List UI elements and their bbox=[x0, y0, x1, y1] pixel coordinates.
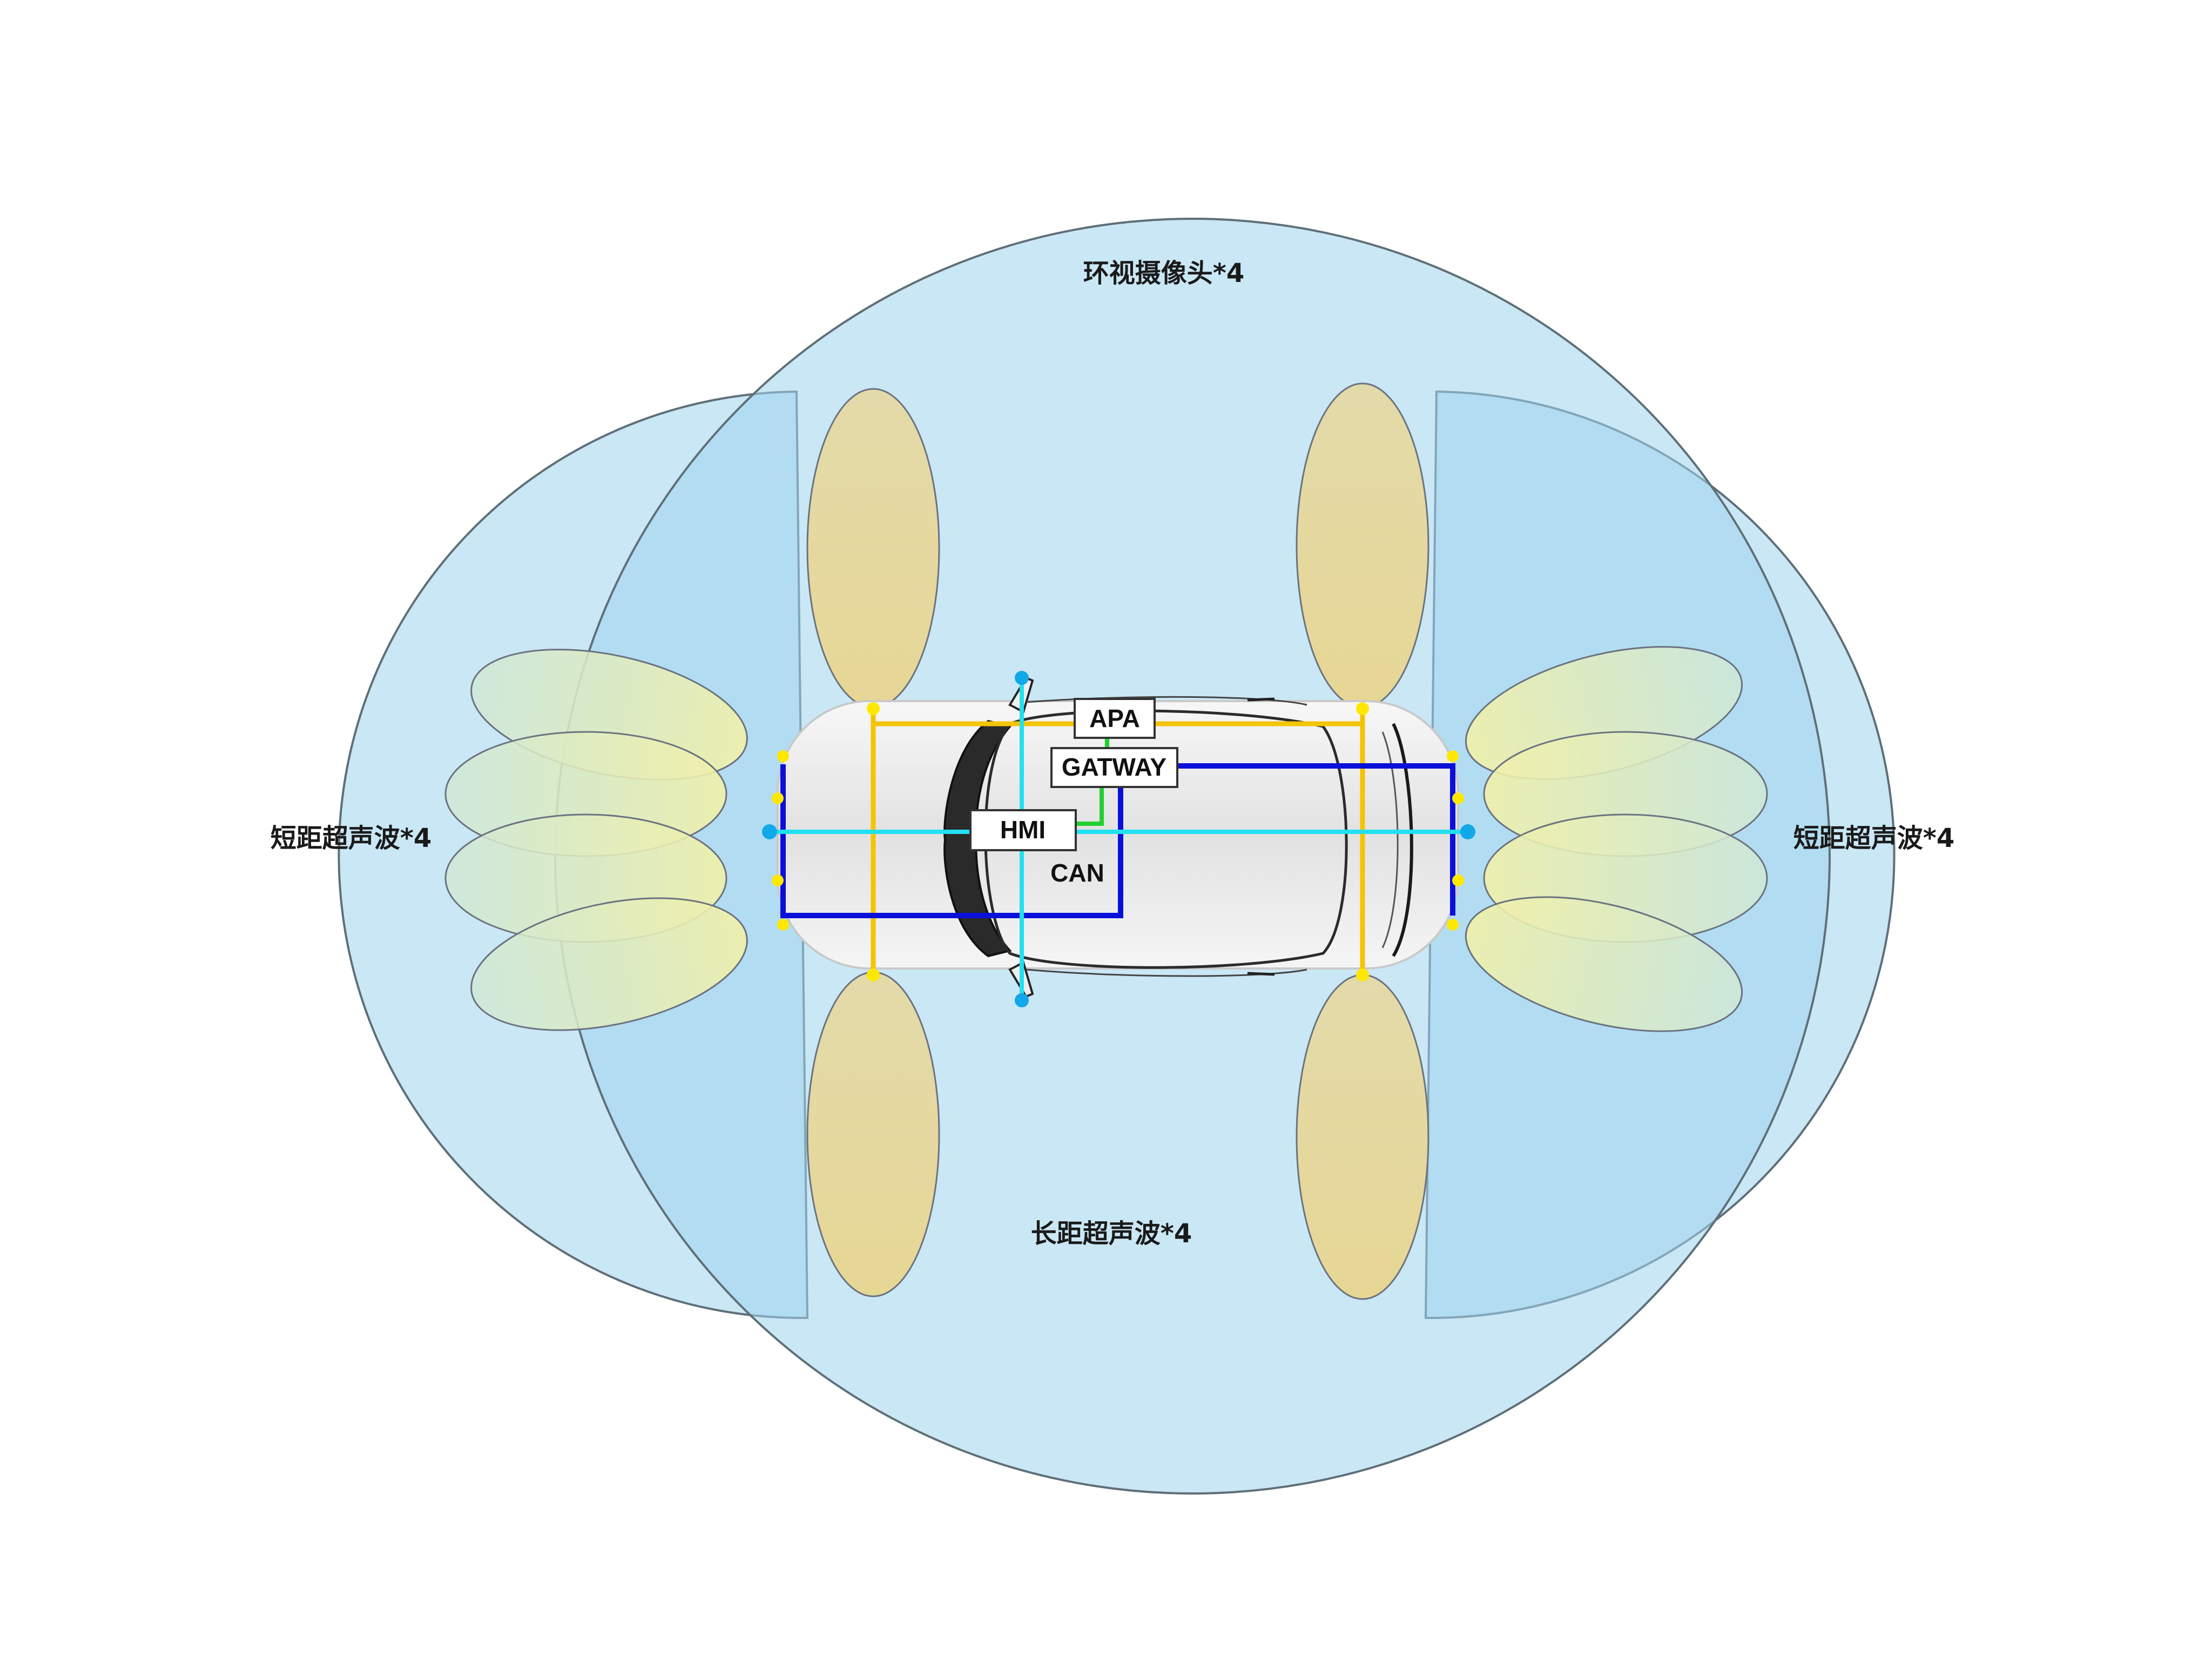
node-camera-front bbox=[762, 824, 777, 839]
blue-bus-right-loop bbox=[1177, 763, 1455, 916]
lobe-right-4 bbox=[1465, 896, 1743, 1032]
node-lr-front-right bbox=[1356, 702, 1369, 715]
cyan-nodes bbox=[762, 671, 1475, 1007]
surround-camera-label: 环视摄像头*4 bbox=[1083, 258, 1245, 288]
long-range-ultrasonic-lobes bbox=[806, 382, 1429, 1300]
short-range-ultrasonic-label-right: 短距超声波*4 bbox=[1793, 823, 1955, 853]
car-rear-window bbox=[1392, 723, 1413, 957]
lobe-left-4 bbox=[470, 897, 748, 1031]
car-door-line-bottom bbox=[1026, 968, 1307, 977]
car-door-line-top bbox=[1026, 696, 1307, 706]
car-handle-bottom bbox=[1247, 972, 1275, 976]
apa-module: APA bbox=[1074, 698, 1156, 739]
gateway-label: GATWAY bbox=[1062, 753, 1166, 781]
hmi-box bbox=[969, 809, 1077, 851]
blue-bus bbox=[780, 763, 1455, 918]
lobe-rear-left bbox=[806, 971, 940, 1297]
blue-bus-left-loop bbox=[780, 764, 1123, 918]
car-roof bbox=[984, 709, 1348, 969]
node-sr-right-4 bbox=[1447, 919, 1459, 931]
node-sr-left-2 bbox=[772, 792, 784, 804]
car-handle-top bbox=[1247, 697, 1275, 702]
lobe-front-right bbox=[1296, 382, 1429, 709]
hmi-module: HMI bbox=[969, 809, 1077, 851]
node-sr-left-1 bbox=[777, 750, 789, 762]
hmi-label: HMI bbox=[1000, 816, 1046, 844]
node-sr-right-3 bbox=[1452, 874, 1464, 886]
long-range-ultrasonic-label: 长距超声波*4 bbox=[1031, 1219, 1192, 1249]
car-rear-window-inner bbox=[1381, 731, 1399, 948]
green-link-gateway-hmi bbox=[1076, 786, 1104, 826]
node-lr-rear-left bbox=[867, 968, 880, 981]
node-camera-rear bbox=[1460, 824, 1475, 839]
node-sr-right-2 bbox=[1452, 792, 1464, 804]
short-range-ultrasonic-lobes bbox=[444, 646, 1768, 1032]
node-lr-rear-right bbox=[1356, 968, 1369, 981]
apa-box bbox=[1074, 698, 1156, 739]
short-range-ultrasonic-label-left: 短距超声波*4 bbox=[271, 823, 432, 853]
node-sr-left-3 bbox=[772, 874, 784, 886]
yellow-nodes bbox=[772, 702, 1464, 981]
lobe-rear-right bbox=[1296, 974, 1429, 1300]
can-label: CAN bbox=[1050, 859, 1104, 887]
node-lr-front-left bbox=[867, 702, 880, 715]
apa-label: APA bbox=[1089, 704, 1140, 732]
gateway-box bbox=[1050, 747, 1178, 788]
node-camera-right bbox=[1015, 993, 1029, 1007]
node-sr-left-4 bbox=[777, 919, 789, 931]
car-windshield bbox=[943, 719, 1012, 958]
node-camera-left bbox=[1015, 671, 1029, 685]
gateway-module: GATWAY bbox=[1050, 747, 1178, 788]
lobe-front-left bbox=[806, 388, 940, 709]
node-sr-right-1 bbox=[1447, 750, 1459, 762]
